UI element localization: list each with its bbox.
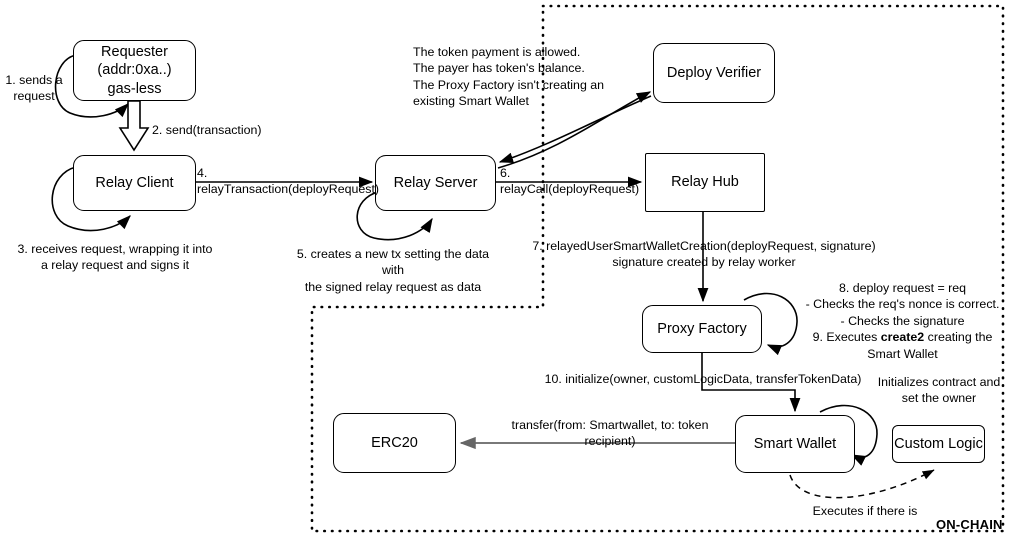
label-step-8-9: 8. deploy request = req - Checks the req…	[795, 280, 1009, 362]
node-smart-wallet[interactable]: Smart Wallet	[735, 415, 855, 473]
node-requester-label: Requester (addr:0xa..) gas-less	[97, 43, 172, 97]
arrow-initialize	[701, 353, 801, 413]
label-step-6: 6. relayCall(deployRequest)	[500, 166, 640, 197]
node-erc20-label: ERC20	[371, 434, 418, 451]
node-relay-server-label: Relay Server	[393, 174, 478, 191]
node-custom-logic-label: Custom Logic	[894, 435, 983, 452]
arrow-relay-server-self	[356, 191, 433, 241]
arrow-send-transaction	[118, 100, 150, 152]
arrow-server-to-verifier	[497, 91, 652, 169]
label-step-9-post: creating the Smart Wallet	[867, 330, 993, 361]
arrow-verifier-to-server	[498, 95, 652, 164]
label-step-1: 1. sends a request	[5, 73, 63, 104]
arrow-executes-if-there-is	[789, 469, 935, 499]
arrow-relay-client-self	[51, 166, 131, 232]
label-on-chain: ON-CHAIN	[936, 517, 1003, 532]
arrow-smart-wallet-self	[819, 404, 878, 466]
label-step-5: 5. creates a new tx setting the data wit…	[296, 247, 490, 294]
node-proxy-factory-label: Proxy Factory	[657, 320, 747, 337]
label-transfer: transfer(from: Smartwallet, to: token re…	[511, 418, 709, 449]
label-step-7: 7. relayedUserSmartWalletCreation(deploy…	[532, 239, 876, 270]
label-step-3: 3. receives request, wrapping it into a …	[17, 242, 213, 273]
node-deploy-verifier-label: Deploy Verifier	[666, 64, 762, 81]
node-custom-logic[interactable]: Custom Logic	[892, 425, 985, 463]
arrow-proxy-factory-self	[743, 292, 798, 356]
arrow-requester-self	[54, 54, 129, 118]
node-relay-hub-label: Relay Hub	[671, 174, 739, 191]
label-executes-if-there-is: Executes if there is	[812, 504, 918, 518]
label-step-2: 2. send(transaction)	[152, 123, 262, 137]
node-relay-hub[interactable]: Relay Hub	[645, 153, 765, 212]
node-relay-client[interactable]: Relay Client	[73, 155, 196, 211]
label-step-8-9-pre: 8. deploy request = req - Checks the req…	[805, 281, 1000, 345]
label-create2: create2	[880, 330, 925, 345]
node-erc20[interactable]: ERC20	[333, 413, 456, 473]
label-initializes-contract: Initializes contract and set the owner	[877, 375, 1001, 406]
node-smart-wallet-label: Smart Wallet	[753, 435, 837, 452]
label-deploy-verifier-note: The token payment is allowed. The payer …	[413, 45, 605, 109]
node-proxy-factory[interactable]: Proxy Factory	[642, 305, 762, 353]
node-relay-server[interactable]: Relay Server	[375, 155, 496, 211]
node-deploy-verifier[interactable]: Deploy Verifier	[653, 43, 775, 103]
label-step-4: 4. relayTransaction(deployRequest)	[197, 166, 380, 197]
node-relay-client-label: Relay Client	[95, 174, 174, 191]
label-step-10: 10. initialize(owner, customLogicData, t…	[544, 372, 862, 386]
node-requester[interactable]: Requester (addr:0xa..) gas-less	[73, 40, 196, 101]
